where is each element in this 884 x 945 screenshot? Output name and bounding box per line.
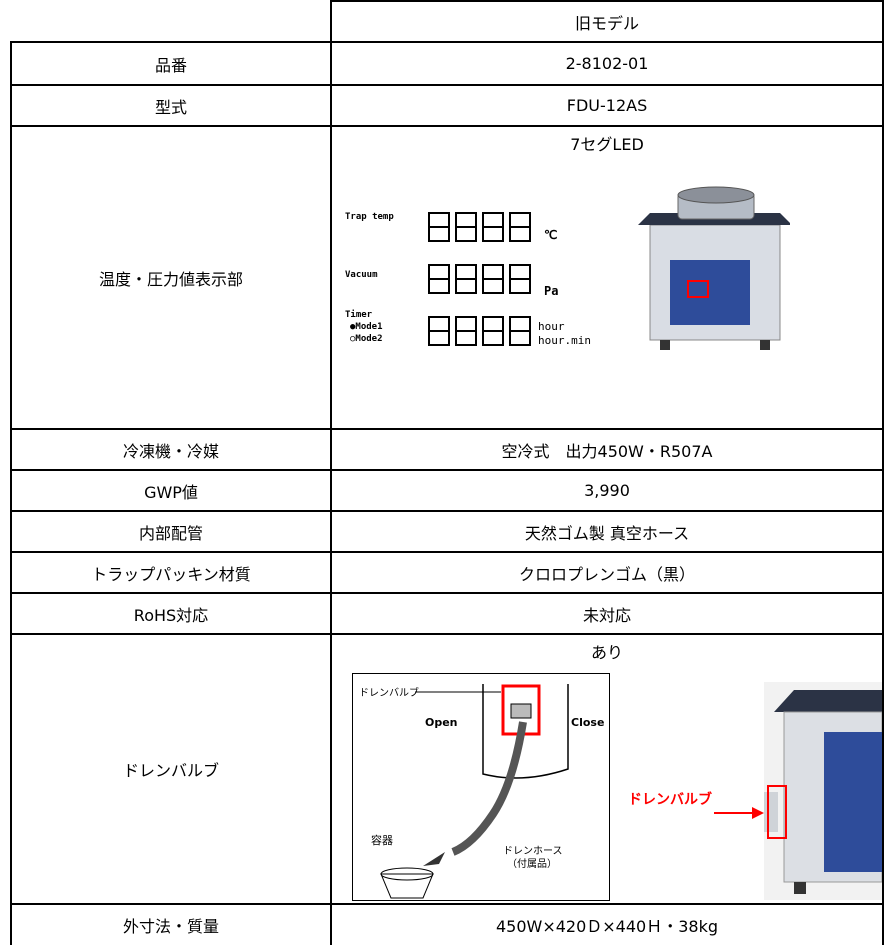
trap-temp-label: Trap temp [345,212,394,222]
grid-line [10,428,884,430]
vacuum-label: Vacuum [345,270,378,280]
grid-line [10,903,884,905]
row-value-part-number: 2-8102-01 [565,54,649,73]
row-label-model-type: 型式 [154,97,187,117]
row-label-refrigerator: 冷凍機・冷媒 [122,441,219,461]
grid-line [882,0,884,945]
grid-line [10,469,884,471]
drain-diagram: ドレンバルブ Open Close 容器 ドレンホース （付属品） [352,673,610,901]
grid-line [10,41,884,43]
timer-unit-hour-min: hour.min [538,334,591,347]
row-label-rohs: RoHS対応 [133,605,209,625]
vacuum-unit: Pa [544,284,559,298]
drain-valve-photo [764,682,882,900]
row-value-refrigerator: 空冷式 出力450W・R507A [501,441,713,461]
grid-line [10,633,884,635]
row-label-display: 温度・圧力値表示部 [98,269,243,289]
trap-temp-unit: ℃ [544,228,558,242]
open-label: Open [425,716,458,729]
row-label-drain-valve: ドレンバルブ [122,761,219,780]
timer-digits [428,316,531,346]
grid-line [10,125,884,127]
row-value-gwp: 3,990 [584,481,630,500]
mode1-label: ●Mode1 [350,322,383,332]
timer-unit-hour: hour [538,320,565,333]
row-value-rohs: 未対応 [582,605,631,625]
grid-line [10,41,12,945]
row-label-piping: 内部配管 [138,523,203,543]
row-value-piping: 天然ゴム製 真空ホース [524,523,690,543]
header-model: 旧モデル [574,13,639,33]
row-value-display: 7セグLED [570,135,644,154]
grid-line [330,0,884,2]
mode2-label: ○Mode2 [350,334,383,344]
vacuum-digits [428,264,531,294]
drain-hose-note: （付属品） [507,859,557,870]
callout-arrow-icon [714,807,764,819]
grid-line [10,84,884,86]
drain-valve-label: ドレンバルブ [359,688,419,699]
grid-line [10,592,884,594]
row-value-packing: クロロプレンゴム（黒） [518,564,695,584]
row-value-model-type: FDU-12AS [566,96,648,115]
grid-line [10,551,884,553]
row-label-dimensions: 外寸法・質量 [122,917,219,936]
grid-line [10,510,884,512]
container-label: 容器 [371,834,393,847]
freeze-dryer-photo [638,186,790,350]
drain-hose-label: ドレンホース [503,846,563,857]
timer-label: Timer [345,310,373,320]
row-label-gwp: GWP値 [144,482,198,502]
row-value-dimensions: 450W×420Ｄ×440Ｈ・38kg [495,917,719,936]
led-display-panel-image: Trap temp ℃ Vacuum Pa Timer ●Mode1 ○Mode… [340,200,591,370]
close-label: Close [571,716,605,729]
row-value-drain-valve: あり [590,643,623,662]
drain-valve-callout: ドレンバルブ [628,792,712,808]
row-label-part-number: 品番 [154,55,187,75]
row-label-packing: トラップパッキン材質 [91,564,251,584]
grid-line [330,0,332,945]
trap-temp-digits [428,212,531,242]
